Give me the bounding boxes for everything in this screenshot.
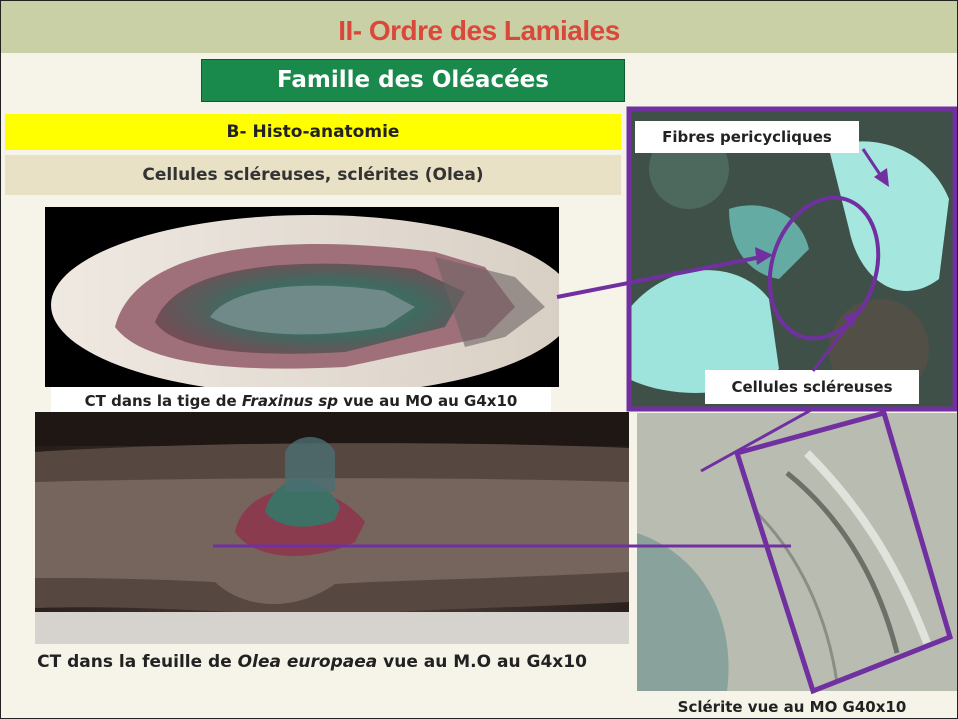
caption-leaf-text: CT dans la feuille de xyxy=(37,652,238,672)
caption-leaf-species: Olea europaea xyxy=(237,652,378,672)
caption-stem-text-end: vue au MO au G4x10 xyxy=(338,392,518,410)
leaf-cross-section-photo xyxy=(35,412,629,644)
caption-leaf-text-end: vue au M.O au G4x10 xyxy=(377,652,587,672)
leaf-photo-caption: CT dans la feuille de Olea europaea vue … xyxy=(37,651,587,674)
section-heading-band: B- Histo-anatomie xyxy=(5,114,621,150)
caption-stem-text: CT dans la tige de xyxy=(84,392,242,410)
caption-stem-species: Fraxinus sp xyxy=(241,392,338,410)
sclereuses-label: Cellules scléreuses xyxy=(705,370,919,404)
family-title-box: Famille des Oléacées xyxy=(201,59,625,102)
title-band xyxy=(1,1,957,53)
stem-cross-section-photo xyxy=(45,207,559,387)
subsection-heading-band: Cellules scléreuses, sclérites (Olea) xyxy=(5,155,621,195)
pericyclic-fibres-photo xyxy=(629,109,955,407)
sclerite-caption: Sclérite vue au MO G40x10 xyxy=(677,698,907,716)
slide-title: II- Ordre des Lamiales xyxy=(338,15,620,46)
sclerite-photo xyxy=(637,413,957,691)
fibres-label: Fibres pericycliques xyxy=(635,121,859,153)
